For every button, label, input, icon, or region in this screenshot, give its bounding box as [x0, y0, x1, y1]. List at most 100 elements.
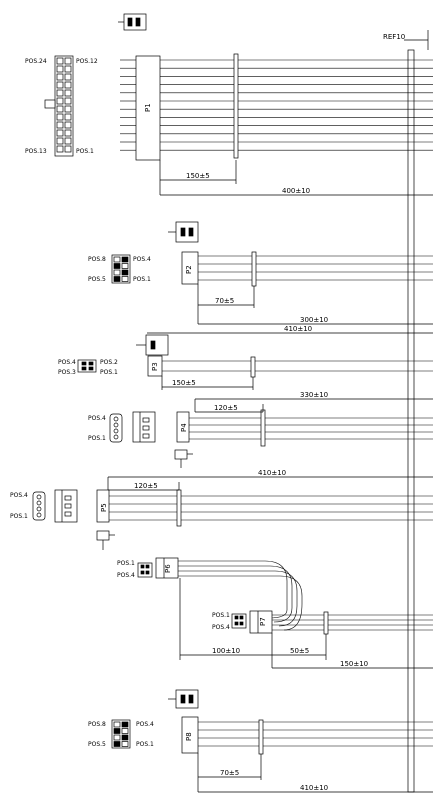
p3-dimensions: [161, 376, 254, 390]
p4-pos4-label: POS.4: [88, 415, 106, 422]
pin: [64, 89, 72, 97]
p8-pos5-label: POS.5: [88, 741, 106, 748]
pin: [64, 73, 72, 81]
p7-cable-tie: [323, 611, 329, 635]
p3-pinout: [77, 359, 97, 373]
pin: [121, 256, 129, 263]
pin: [56, 129, 64, 137]
p1-top-icon: [118, 13, 147, 31]
p3-pos1-label: POS.1: [100, 369, 118, 376]
pin: [56, 73, 64, 81]
p7-pos4-label: POS.4: [212, 624, 230, 631]
p2-cable-tie: [251, 251, 257, 287]
pin: [121, 263, 129, 269]
p5-dim-top: [107, 476, 433, 492]
p3-connector-label: P3: [151, 362, 159, 371]
p1-dim-400: 400±10: [282, 187, 310, 195]
p8-dim-70: 70±5: [220, 769, 239, 777]
pin: [64, 121, 72, 129]
p2-pos4-label: POS.4: [133, 256, 151, 263]
p8-cable-tie: [258, 719, 264, 755]
p5-dimensions: [108, 482, 180, 491]
p5-pos1-label: POS.1: [10, 513, 28, 520]
wire: [178, 570, 298, 627]
p7-dim-100: 100±10: [212, 647, 240, 655]
p7-wire-bundle: [272, 614, 433, 631]
pin: [56, 105, 64, 113]
p3-dim-410: 410±10: [284, 325, 312, 333]
p6-wire-bundle: [178, 560, 303, 631]
pin: [56, 113, 64, 121]
p2-pos1-label: POS.1: [133, 276, 151, 283]
p2-dimensions: [197, 284, 433, 325]
p7-pinout: [231, 613, 247, 629]
pin: [113, 721, 121, 728]
pin: [121, 741, 129, 747]
p3-cable-tie: [250, 356, 256, 378]
p7-dimensions: [179, 578, 433, 669]
ref-label: REF10: [383, 33, 405, 41]
pin: [64, 129, 72, 137]
p5-connector-label: P5: [100, 503, 108, 512]
p4-pinout: [109, 413, 123, 443]
p6-pos4-label: POS.4: [117, 572, 135, 579]
p1-connector-label: P1: [144, 103, 152, 112]
p4-dimensions: [195, 404, 264, 413]
p1-pos1-label: POS.1: [76, 148, 94, 155]
pin: [113, 741, 121, 747]
p7-connector: [249, 610, 273, 634]
pin: [64, 113, 72, 121]
p4-side-icon: [132, 411, 156, 443]
p6-pinout: [137, 562, 153, 578]
p2-connector-label: P2: [185, 265, 193, 274]
p1-pos13-label: POS.13: [25, 148, 47, 155]
p6-pos1-label: POS.1: [117, 560, 135, 567]
pin: [121, 269, 129, 276]
p6-connector: [155, 557, 179, 579]
p1-dimensions: [159, 160, 433, 196]
p8-pinout: [111, 719, 131, 749]
pin: [113, 276, 121, 282]
p8-dim-410: 410±10: [300, 784, 328, 792]
p2-pinout: [111, 254, 131, 284]
p8-wire-bundle: [198, 721, 433, 747]
p3-wire-bundle: [162, 360, 433, 372]
p4-dim-120: 120±5: [214, 404, 238, 412]
p6-connector-label: P6: [164, 564, 172, 573]
p5-dim-120: 120±5: [134, 482, 158, 490]
pin: [64, 137, 72, 145]
p4-connector: [176, 411, 190, 443]
pin: [121, 728, 129, 734]
p5-side-icon: [54, 489, 78, 523]
p7-dim-150: 150±10: [340, 660, 368, 668]
p4-connector-label: P4: [180, 423, 188, 432]
pin: [113, 256, 121, 263]
p1-pos24-label: POS.24: [25, 58, 47, 65]
pin: [113, 269, 121, 276]
pin: [64, 145, 72, 153]
p4-dim-top: [194, 398, 433, 412]
pin: [64, 65, 72, 73]
p5-pos4-label: POS.4: [10, 492, 28, 499]
p2-pos5-label: POS.5: [88, 276, 106, 283]
p2-dim-300: 300±10: [300, 316, 328, 324]
p8-pos4-label: POS.4: [136, 721, 154, 728]
p5-wire-bundle: [109, 495, 433, 521]
p1-cable-tie: [233, 53, 239, 159]
p4-cable-tie: [260, 409, 266, 447]
p2-wire-bundle: [198, 255, 433, 281]
p2-dim-70: 70±5: [215, 297, 234, 305]
p8-dimensions: [197, 753, 433, 793]
pin: [56, 121, 64, 129]
p4-wire-bundle: [189, 417, 433, 440]
p7-dim-50: 50±5: [290, 647, 309, 655]
p5-connector: [96, 489, 110, 523]
wire: [178, 565, 293, 623]
p4-dim-330: 330±10: [300, 391, 328, 399]
main-trunk: [404, 30, 429, 793]
pin: [56, 57, 64, 65]
p7-pos1-label: POS.1: [212, 612, 230, 619]
pin: [113, 728, 121, 734]
